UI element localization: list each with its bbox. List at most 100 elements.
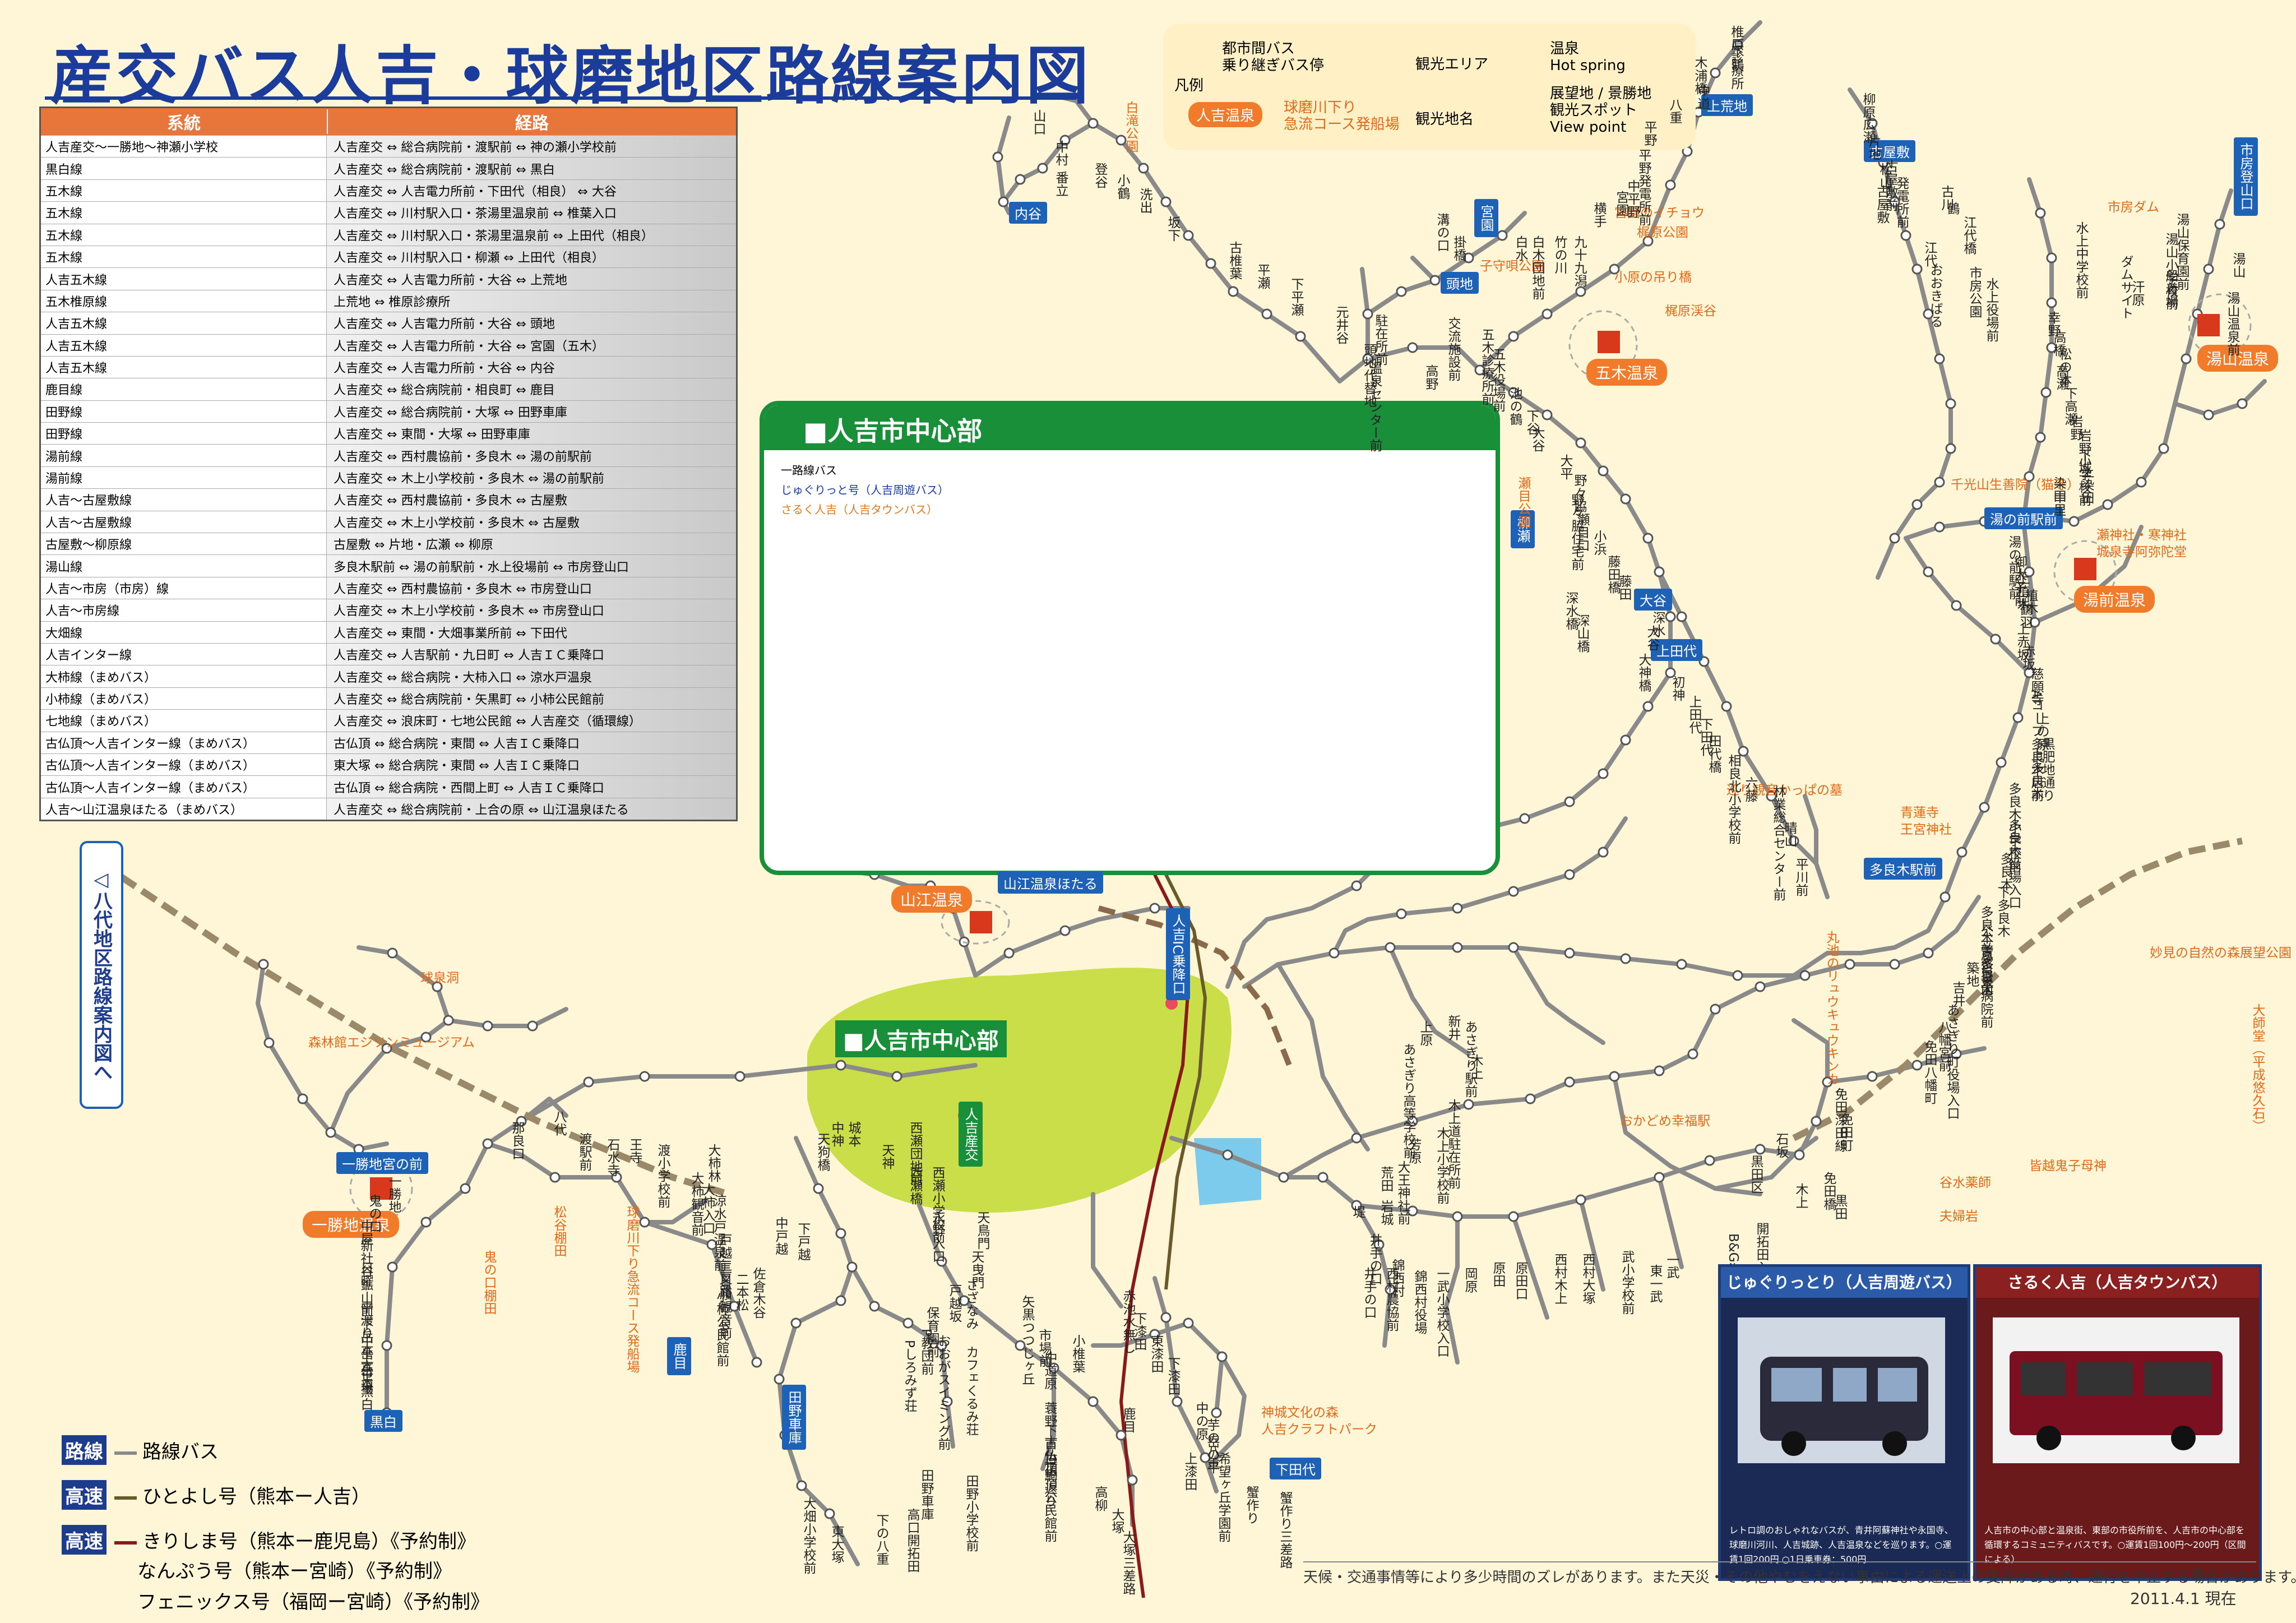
river-area [1194, 1138, 1261, 1205]
yatsushiro-link[interactable]: ◁八代地区路線案内図へ [80, 841, 123, 1109]
station-label: 武小学校前 [1619, 1250, 1634, 1315]
station-label: 九十九潟 [1572, 235, 1586, 287]
route-table-row: 七地線（まめバス）人吉産交 ⇔ 浪床町・七地公民館 ⇔ 人吉産交（循環線） [41, 709, 736, 732]
station-label: 藤田 [1617, 575, 1631, 600]
station-label: 高橋 [2051, 331, 2066, 357]
inset-legend-route: 一路線バス [781, 464, 837, 477]
legend-kirishima-label: きりしま号（熊本ー鹿児島）《予約制》 [142, 1530, 476, 1553]
route-name: 人吉五木線 [41, 356, 327, 378]
route-name: 人吉〜山江温泉ほたる（まめバス） [41, 798, 327, 820]
station-label: 下鶴 [1729, 45, 1743, 71]
station-label: 黒田 [1832, 1194, 1847, 1220]
route-path: 人吉産交 ⇔ 木上小学校前・多良木 ⇔ 古屋敷 [327, 511, 736, 533]
route-table-row: 人吉五木線人吉産交 ⇔ 人吉電力所前・大谷 ⇔ 上荒地 [41, 267, 736, 290]
onsen-yamae: 山江温泉 [891, 886, 973, 913]
station-label: 温泉センター前 [1367, 362, 1382, 452]
station-label: 中神 [829, 1121, 844, 1147]
spot-se-jinja: 瀬神社・寒神社 [2096, 528, 2187, 543]
station-label: 上原 [1418, 1020, 1432, 1046]
station-label: 堤 [1350, 1205, 1365, 1218]
title-underline [45, 96, 1076, 100]
route-name: 小柿線（まめバス） [41, 687, 327, 710]
label-hitoyoshi-ic: 人吉IC乗降口 [1166, 908, 1190, 1000]
station-label: 天鳥門 [975, 1211, 989, 1250]
route-table-row: 人吉〜古屋敷線人吉産交 ⇔ 西村農協前・多良木 ⇔ 古屋敷 [41, 488, 736, 511]
legend-onsen-sample: 人吉温泉 [1188, 102, 1263, 127]
station-label: 永野入口 [930, 1211, 945, 1263]
station-label: 宮園 [1614, 191, 1628, 216]
station-label: 蟹作り [1244, 1486, 1258, 1524]
station-label: 免田町 [1838, 1113, 1853, 1152]
route-name: 鹿目線 [41, 378, 327, 400]
station-label: 高瀬 [2054, 364, 2068, 390]
route-path: 古仏頂 ⇔ 総合病院・西間上町 ⇔ 人吉ＩＣ乗降口 [327, 776, 736, 798]
route-path: 上荒地 ⇔ 椎原診療所 [327, 290, 736, 312]
station-label: 水上中学校前 [2073, 221, 2088, 299]
station-label: 瀬目口 [1575, 513, 1589, 552]
route-path: 人吉産交 ⇔ 西村農協前・多良木 ⇔ 湯の前駅前 [327, 445, 736, 466]
spot-meotoiwa: 夫婦岩 [1939, 1209, 1978, 1224]
station-label: 江代 [1922, 241, 1937, 267]
station-label: 芋の八重 [1205, 1418, 1219, 1470]
station-label: 西瀬団地前 [908, 1121, 922, 1186]
station-label: 多良木役場入口 [2006, 819, 2021, 909]
station-label: 掛橋 [1451, 235, 1466, 261]
station-label: 松山 [1877, 163, 1892, 188]
station-label: 上の原 [2034, 712, 2049, 751]
route-name: 五木線 [41, 224, 327, 246]
station-label: 中道 [1695, 84, 1710, 110]
inset-title: ■人吉市中心部 [803, 416, 983, 446]
station-label: 高柳 [1093, 1486, 1107, 1511]
route-path: 人吉産交 ⇔ 総合病院前・大塚 ⇔ 田野車庫 [327, 400, 736, 423]
station-label: 古仏頂公民館前 [1042, 1452, 1057, 1542]
route-name: 古仏頂〜人吉インター線（まめバス） [41, 753, 327, 776]
route-name: 人吉五木線 [41, 268, 327, 290]
label-hitoyoshi-sanko: 人吉産交 [959, 1102, 983, 1167]
route-table: 系統 経路 人吉産交〜一勝地〜神瀬小学校人吉産交 ⇔ 総合病院前・渡駅前 ⇔ 神… [39, 107, 738, 822]
route-table-row: 五木線人吉産交 ⇔ 川村駅入口・柳瀬 ⇔ 上田代（相良） [41, 245, 736, 268]
station-label: 古屋敷 [1874, 185, 1889, 224]
station-label: 下岳本 [358, 1317, 373, 1356]
station-label: 東一武 [1647, 1264, 1662, 1303]
spot-komoriuta: 子守唄公園 [1480, 259, 1544, 274]
route-path: 多良木駅前 ⇔ 湯の前駅前・水上役場前 ⇔ 市房登山口 [327, 555, 736, 577]
col-keitou: 系統 [41, 109, 328, 134]
station-label: 大谷 [1645, 625, 1659, 651]
route-table-row: 湯前線人吉産交 ⇔ 西村農協前・多良木 ⇔ 湯の前駅前 [41, 444, 736, 466]
station-label: 保育園前 [924, 1306, 939, 1358]
route-path: 人吉産交 ⇔ 人吉電力所前・大谷 ⇔ 上荒地 [327, 268, 736, 290]
route-path: 人吉産交 ⇔ 総合病院前・相良町 ⇔ 鹿目 [327, 378, 736, 400]
station-label: 大柿入口 [700, 1183, 715, 1234]
station-label: 多良木小学校前 [2006, 782, 2021, 872]
route-table-row: 人吉〜古屋敷線人吉産交 ⇔ 木上小学校前・多良木 ⇔ 古屋敷 [41, 510, 736, 533]
station-label: 下古仏頂 [1042, 1424, 1057, 1476]
station-label: 岳の平 [1205, 1435, 1219, 1474]
station-label: 下漆田 [1165, 1357, 1180, 1395]
route-table-row: 五木線人吉産交 ⇔ 川村駅入口・茶湯里温泉前 ⇔ 椎葉入口 [41, 201, 736, 224]
spot-matsutani: 松谷棚田 [552, 1205, 566, 1257]
station-label: 中村 [1053, 140, 1068, 166]
station-label: 西村大塚 [1580, 1253, 1595, 1305]
station-label: 蟹作り三差路 [1277, 1491, 1292, 1569]
route-path: 古仏頂 ⇔ 総合病院・東間 ⇔ 人吉ＩＣ乗降口 [327, 732, 736, 753]
jugurit-bus-image [1738, 1317, 1945, 1463]
station-label: 五木診療所前 [1479, 328, 1494, 405]
station-label: 湯の前駅前 [2006, 535, 2021, 600]
station-label: 高口開拓田 [905, 1508, 919, 1573]
station-label: 湯山保育園前 [2174, 213, 2189, 290]
route-path: 人吉産交 ⇔ 総合病院・大柿入口 ⇔ 涼水戸温泉 [327, 665, 736, 687]
station-label: 新社谷 [358, 1239, 373, 1278]
station-label: 下田代 [1698, 718, 1712, 756]
station-label: 白木団地前 [1530, 235, 1544, 300]
route-table-row: 人吉産交〜一勝地〜神瀬小学校人吉産交 ⇔ 総合病院前・渡駅前 ⇔ 神の瀬小学校前 [41, 135, 736, 158]
station-label: 荒田 [1378, 1166, 1393, 1192]
onsen-isshochi: 一勝地温泉 [303, 1211, 400, 1238]
route-table-row: 田野線人吉産交 ⇔ 総合病院前・大塚 ⇔ 田野車庫 [41, 400, 736, 423]
route-path: 人吉産交 ⇔ 人吉駅前・九日町 ⇔ 人吉ＩＣ乗降口 [327, 643, 736, 665]
route-path: 人吉産交 ⇔ 総合病院前・渡駅前 ⇔ 黒白 [327, 158, 736, 179]
route-table-header: 系統 経路 [41, 108, 736, 135]
station-label: 頭地代替地 [1362, 343, 1376, 408]
route-path: 人吉産交 ⇔ 川村駅入口・柳瀬 ⇔ 上田代（相良） [327, 246, 736, 268]
station-label: 田野車庫 [919, 1469, 933, 1520]
label-yamae-hotaru: 山江温泉ほたる [998, 872, 1103, 894]
